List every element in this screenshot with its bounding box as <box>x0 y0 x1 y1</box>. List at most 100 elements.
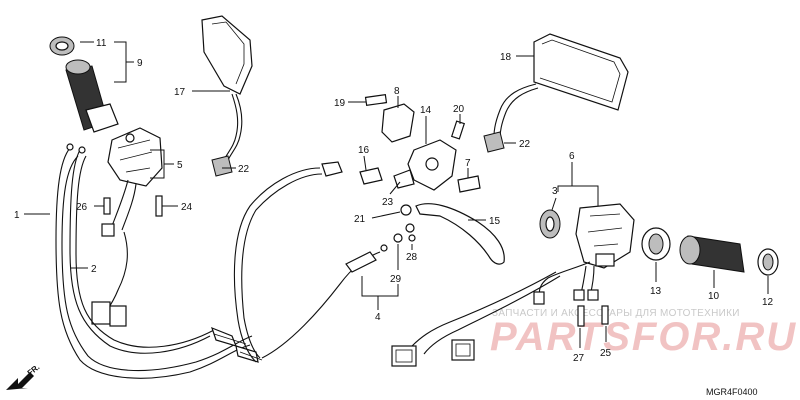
bracket-9 <box>114 41 127 83</box>
callout-13: 13 <box>650 286 662 297</box>
watermark: PARTSFOR.RU ЗАПЧАСТИ И АКСЕССУАРЫ ДЛЯ МО… <box>490 308 797 359</box>
callout-27: 27 <box>573 353 585 364</box>
callout-17: 17 <box>174 87 186 98</box>
clutch-cable-nipple <box>380 244 388 252</box>
left-mirror-nut <box>211 155 233 177</box>
left-mirror <box>201 15 253 177</box>
screw-27 <box>577 305 585 327</box>
left-switch-screw <box>125 133 135 143</box>
left-grip-top <box>65 59 91 75</box>
right-switch-housing <box>391 203 635 367</box>
callout-5: 5 <box>177 160 183 171</box>
clutch-cable <box>233 161 388 363</box>
leader-16 <box>363 155 367 171</box>
callout-22-left: 22 <box>238 164 250 175</box>
right-connector-a-face <box>395 349 413 363</box>
right-mirror-stem-b <box>499 87 539 139</box>
left-connector-a <box>91 301 111 325</box>
pivot-bolt-21 <box>400 204 412 216</box>
callout-24: 24 <box>181 202 193 213</box>
callout-23: 23 <box>382 197 394 208</box>
callout-2: 2 <box>91 264 97 275</box>
screw-24 <box>155 195 163 217</box>
callout-25: 25 <box>600 348 612 359</box>
right-switch-body <box>575 203 635 269</box>
clutch-cable-adjuster <box>345 251 377 273</box>
switch-7 <box>457 175 481 193</box>
right-mirror-head <box>533 33 629 111</box>
callout-15: 15 <box>489 216 501 227</box>
leader-3 <box>551 197 557 211</box>
callout-21: 21 <box>354 214 366 225</box>
clutch-cable-lower <box>261 251 381 359</box>
callout-8: 8 <box>394 86 400 97</box>
throttle-cable-end-2 <box>78 146 86 154</box>
collar-13-inner <box>648 233 664 255</box>
callout-11: 11 <box>96 38 107 49</box>
right-mirror-stem <box>493 83 537 137</box>
left-mirror-rim <box>211 21 245 85</box>
screw-26 <box>103 197 111 215</box>
right-grip-end <box>679 235 701 265</box>
callouts: 11 9 5 1 2 26 24 17 22 19 8 14 20 16 7 2… <box>14 38 774 364</box>
callout-7: 7 <box>465 158 471 169</box>
grip-end-cap-inner <box>55 41 69 51</box>
left-switch-body <box>107 127 163 187</box>
clutch-lever-assembly <box>359 93 505 265</box>
callout-4: 4 <box>375 312 381 323</box>
throttle-cable-end-1 <box>66 143 74 151</box>
front-arrow-icon <box>6 372 34 390</box>
left-switch-clip <box>101 223 115 237</box>
watermark-caption: ЗАПЧАСТИ И АКСЕССУАРЫ ДЛЯ МОТОТЕХНИКИ <box>492 308 740 319</box>
bracket-4 <box>361 276 399 297</box>
callout-12: 12 <box>762 297 774 308</box>
right-switch-lower <box>595 253 615 267</box>
right-mirror <box>483 33 629 153</box>
holder-part-8 <box>381 103 415 143</box>
clutch-lever-15 <box>415 203 505 265</box>
left-grip-assembly <box>49 36 119 133</box>
right-connector-b-face <box>455 343 471 357</box>
clutch-cable-line-b <box>241 173 323 359</box>
screw-20 <box>450 120 466 140</box>
left-connector-b <box>109 305 127 327</box>
diagram-code: MGR4F0400 <box>706 387 758 397</box>
throttle-cables <box>55 143 263 379</box>
callout-6: 6 <box>569 151 575 162</box>
clutch-cable-end <box>321 161 343 177</box>
bolt-16 <box>359 167 383 185</box>
callout-16: 16 <box>358 145 370 156</box>
right-grip-assembly <box>641 227 779 276</box>
callout-18: 18 <box>500 52 512 63</box>
grip-end-12-inner <box>762 253 774 271</box>
nut-29 <box>393 233 403 243</box>
left-mirror-head <box>201 15 253 95</box>
callout-14: 14 <box>420 105 432 116</box>
screws <box>103 195 609 327</box>
right-switch-detail <box>587 213 623 247</box>
screw-25 <box>601 305 609 325</box>
callout-20: 20 <box>453 104 465 115</box>
left-switch-detail <box>117 139 153 173</box>
throttle-cable-2 <box>69 149 211 354</box>
throttle-cable-1b <box>61 155 253 372</box>
callout-1: 1 <box>14 210 20 221</box>
callout-19: 19 <box>334 98 346 109</box>
ring-3-inner <box>545 216 555 232</box>
callout-29: 29 <box>390 274 402 285</box>
leader-23 <box>389 181 401 195</box>
right-switch-clip <box>533 291 545 305</box>
callout-22-right: 22 <box>519 139 531 150</box>
left-switch-wires <box>111 179 137 231</box>
right-switch-terminal-b <box>587 289 599 301</box>
right-connector-b <box>451 339 475 361</box>
callout-10: 10 <box>708 291 720 302</box>
left-mirror-stem-b <box>227 93 243 161</box>
throttle-cable-2b <box>75 155 215 348</box>
leader-lines <box>24 41 769 348</box>
callout-28: 28 <box>406 252 418 263</box>
lever-bracket-bore <box>425 157 439 171</box>
watermark-brand: PARTSFOR.RU <box>490 315 797 359</box>
callout-9: 9 <box>137 58 143 69</box>
right-mirror-rim <box>539 39 621 103</box>
